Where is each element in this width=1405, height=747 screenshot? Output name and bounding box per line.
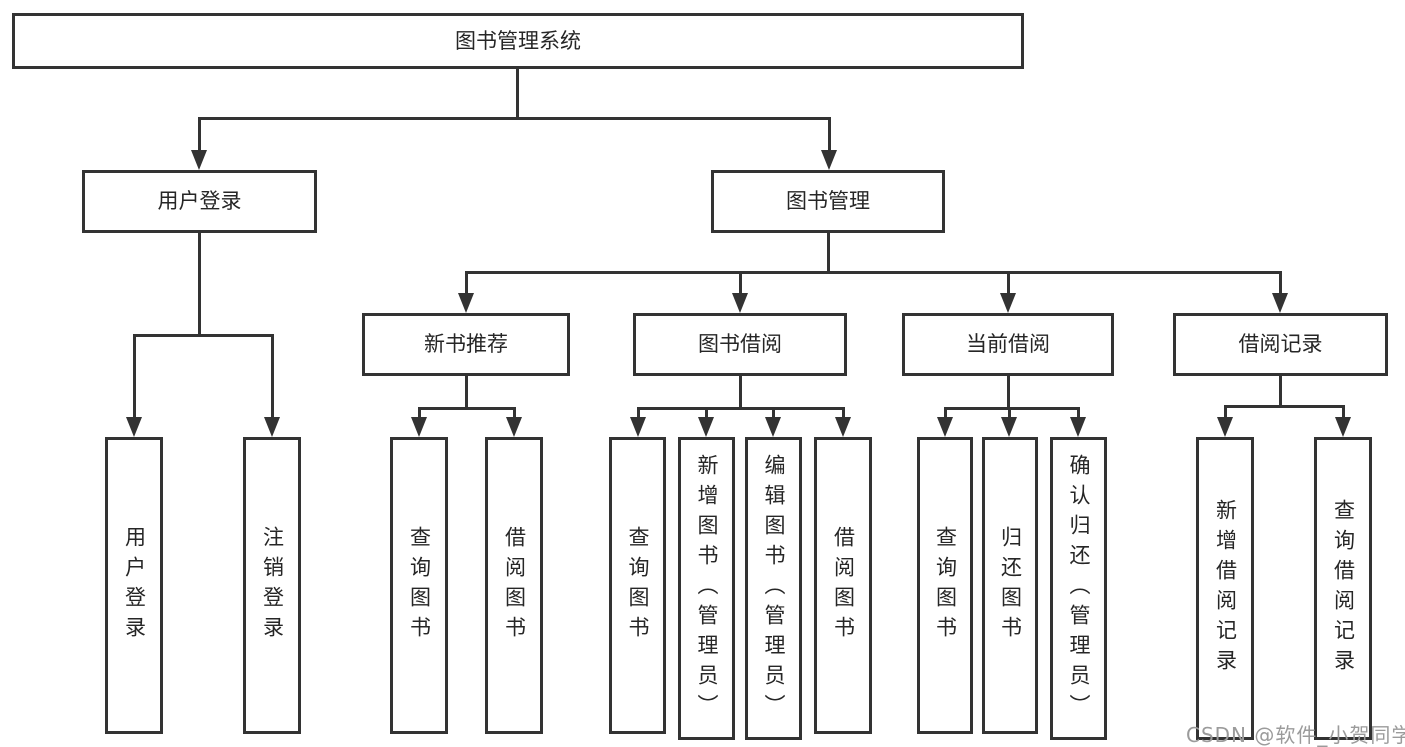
- leaf-cb-confirm-return: 确认归还（管理员）: [1050, 437, 1107, 740]
- node-new-books-label: 新书推荐: [424, 332, 508, 356]
- node-root: 图书管理系统: [12, 13, 1024, 69]
- leaf-cb-query-books: 查询图书: [917, 437, 973, 734]
- arrow-down-icon: [1217, 417, 1233, 437]
- csdn-watermark: CSDN @软件_小贺同学: [1186, 723, 1405, 747]
- leaf-cb-return-books: 归还图书: [982, 437, 1038, 734]
- node-book-mgmt: 图书管理: [711, 170, 945, 233]
- leaf-br-add-record: 新增借阅记录: [1196, 437, 1254, 740]
- node-current-borrow: 当前借阅: [902, 313, 1114, 376]
- node-root-label: 图书管理系统: [455, 28, 581, 53]
- connector-new-books-bar: [418, 407, 516, 410]
- connector-drop-bb-edit: [772, 407, 775, 420]
- leaf-logout-label: 注销登录: [260, 525, 285, 646]
- node-current-borrow-label: 当前借阅: [966, 332, 1050, 356]
- arrow-down-icon: [937, 417, 953, 437]
- connector-book-mgmt-stem: [827, 233, 830, 274]
- arrow-down-icon: [411, 417, 427, 437]
- connector-drop-bb-borrow: [842, 407, 845, 420]
- connector-new-books-stem: [465, 376, 468, 410]
- connector-current-borrow-stem: [1007, 376, 1010, 410]
- leaf-bb-borrow-books: 借阅图书: [814, 437, 872, 734]
- connector-drop-book-borrow: [739, 271, 742, 296]
- leaf-cb-return-books-label: 归还图书: [998, 525, 1023, 646]
- connector-drop-cb-query: [944, 407, 947, 420]
- arrow-down-icon: [506, 417, 522, 437]
- leaf-nb-query-books: 查询图书: [390, 437, 448, 734]
- node-new-books: 新书推荐: [362, 313, 570, 376]
- connector-borrow-records-bar: [1224, 405, 1345, 408]
- arrow-down-icon: [1272, 293, 1288, 313]
- leaf-bb-borrow-books-label: 借阅图书: [831, 525, 856, 646]
- connector-drop-nb-query: [418, 407, 421, 420]
- arrow-down-icon: [630, 417, 646, 437]
- leaf-nb-query-books-label: 查询图书: [407, 525, 432, 646]
- connector-user-login-bar: [133, 334, 274, 337]
- arrow-down-icon: [1070, 417, 1086, 437]
- leaf-user-login: 用户登录: [105, 437, 163, 734]
- connector-drop-leaf-login: [133, 334, 136, 420]
- arrow-down-icon: [1000, 293, 1016, 313]
- leaf-user-login-label: 用户登录: [122, 525, 147, 646]
- arrow-down-icon: [191, 150, 207, 170]
- connector-root-stem: [516, 69, 519, 119]
- connector-drop-nb-borrow: [513, 407, 516, 420]
- connector-drop-borrow-records: [1279, 271, 1282, 296]
- connector-drop-book-mgmt: [828, 117, 831, 153]
- connector-borrow-records-stem: [1279, 376, 1282, 407]
- node-user-login-label: 用户登录: [157, 189, 242, 213]
- leaf-logout: 注销登录: [243, 437, 301, 734]
- leaf-nb-borrow-books: 借阅图书: [485, 437, 543, 734]
- node-borrow-records-label: 借阅记录: [1238, 332, 1323, 356]
- connector-drop-current-borrow: [1007, 271, 1010, 296]
- leaf-bb-edit-books-label: 编辑图书（管理员）: [762, 453, 786, 724]
- arrow-down-icon: [458, 293, 474, 313]
- arrow-down-icon: [1001, 417, 1017, 437]
- node-user-login: 用户登录: [82, 170, 317, 233]
- connector-drop-br-query: [1342, 405, 1345, 420]
- connector-level3-bar: [465, 271, 1282, 274]
- arrow-down-icon: [821, 150, 837, 170]
- arrow-down-icon: [698, 417, 714, 437]
- leaf-br-add-record-label: 新增借阅记录: [1213, 498, 1238, 679]
- leaf-nb-borrow-books-label: 借阅图书: [502, 525, 527, 646]
- connector-book-borrow-stem: [739, 376, 742, 410]
- leaf-br-query-record: 查询借阅记录: [1314, 437, 1372, 740]
- connector-drop-user-login: [198, 117, 201, 153]
- connector-level2-bar: [198, 117, 831, 120]
- connector-drop-br-add: [1224, 405, 1227, 420]
- node-borrow-records: 借阅记录: [1173, 313, 1388, 376]
- arrow-down-icon: [835, 417, 851, 437]
- connector-drop-bb-add: [705, 407, 708, 420]
- connector-drop-cb-return: [1008, 407, 1011, 420]
- connector-book-borrow-bar: [637, 407, 845, 410]
- leaf-br-query-record-label: 查询借阅记录: [1331, 498, 1356, 679]
- arrow-down-icon: [264, 417, 280, 437]
- connector-drop-new-books: [465, 271, 468, 296]
- arrow-down-icon: [732, 293, 748, 313]
- connector-drop-cb-confirm: [1077, 407, 1080, 420]
- node-book-mgmt-label: 图书管理: [786, 189, 870, 213]
- leaf-cb-query-books-label: 查询图书: [933, 525, 958, 646]
- arrow-down-icon: [1335, 417, 1351, 437]
- connector-drop-bb-query: [637, 407, 640, 420]
- node-book-borrow: 图书借阅: [633, 313, 847, 376]
- node-book-borrow-label: 图书借阅: [698, 332, 782, 356]
- leaf-bb-edit-books: 编辑图书（管理员）: [745, 437, 802, 740]
- leaf-cb-confirm-return-label: 确认归还（管理员）: [1067, 453, 1091, 724]
- arrow-down-icon: [126, 417, 142, 437]
- connector-current-borrow-bar: [944, 407, 1080, 410]
- leaf-bb-add-books-label: 新增图书（管理员）: [695, 453, 719, 724]
- leaf-bb-query-books: 查询图书: [609, 437, 666, 734]
- arrow-down-icon: [765, 417, 781, 437]
- connector-drop-leaf-logout: [271, 334, 274, 420]
- leaf-bb-query-books-label: 查询图书: [626, 525, 650, 646]
- connector-user-login-stem: [198, 233, 201, 337]
- leaf-bb-add-books: 新增图书（管理员）: [678, 437, 735, 740]
